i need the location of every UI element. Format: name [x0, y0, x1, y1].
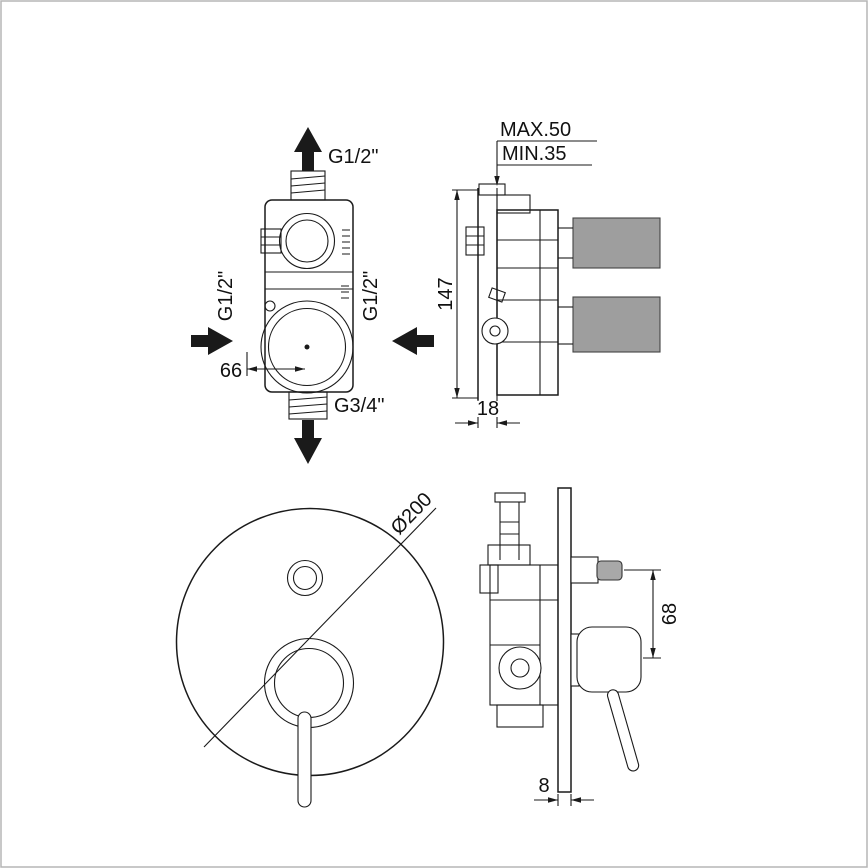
- flow-arrow-up-icon: [294, 127, 322, 171]
- label-bottom-connection: G3/4": [334, 395, 384, 417]
- bottom-outlet-thread: [288, 391, 328, 420]
- dim-label-max50: MAX.50: [500, 119, 571, 141]
- label-left-connection: G1/2": [215, 271, 237, 321]
- mounting-bracket-lower: [572, 296, 661, 353]
- mixer-lever-front: [297, 711, 312, 808]
- valve-front-view: G1/2" G1/2" G1/2" G3/4": [191, 127, 434, 464]
- body-marking-lower: [341, 285, 349, 299]
- assembly-side-view: 68 8: [479, 487, 681, 806]
- body-marking-upper: [342, 229, 350, 255]
- valve-side-outline: [465, 183, 559, 400]
- valve-side-view: MAX.50 MIN.35: [435, 119, 661, 428]
- dimension-18: 18: [455, 398, 520, 428]
- dimension-147: 147: [435, 189, 478, 399]
- recessed-body-side: [479, 492, 559, 728]
- dim-label-diameter-200: Ø200: [387, 489, 437, 539]
- diverter-knob-side: [570, 556, 623, 584]
- dim-label-18: 18: [477, 398, 499, 420]
- body-screw: [264, 300, 276, 312]
- side-fitting-block: [260, 228, 282, 254]
- dim-label-min35: MIN.35: [502, 143, 566, 165]
- mounting-depth-leader: MAX.50 MIN.35: [494, 119, 597, 186]
- top-inlet-thread: [290, 170, 326, 201]
- bracket-connectors: [558, 227, 573, 345]
- flow-arrow-left-icon: [191, 327, 233, 355]
- dim-label-66: 66: [220, 360, 242, 382]
- main-cartridge-circle: [260, 300, 354, 394]
- faceplate-front-view: Ø200: [175, 489, 445, 808]
- dimension-8: 8: [534, 775, 594, 806]
- diverter-cartridge-circle: [278, 212, 336, 270]
- dim-label-68: 68: [659, 603, 681, 625]
- flow-arrow-right-icon: [392, 327, 434, 355]
- mixer-handle-side: [570, 626, 642, 772]
- dimension-66: 66: [220, 352, 305, 382]
- diameter-leader-line: [203, 507, 437, 748]
- mounting-bracket-upper: [572, 217, 661, 269]
- dim-label-8: 8: [538, 775, 549, 797]
- wall-plate-side: [557, 487, 572, 793]
- dimension-68: 68: [624, 569, 681, 659]
- flow-arrow-down-icon: [294, 420, 322, 464]
- label-right-connection: G1/2": [360, 271, 382, 321]
- dim-label-147: 147: [435, 277, 457, 310]
- label-top-connection: G1/2": [328, 146, 378, 168]
- diverter-knob-front: [286, 559, 324, 597]
